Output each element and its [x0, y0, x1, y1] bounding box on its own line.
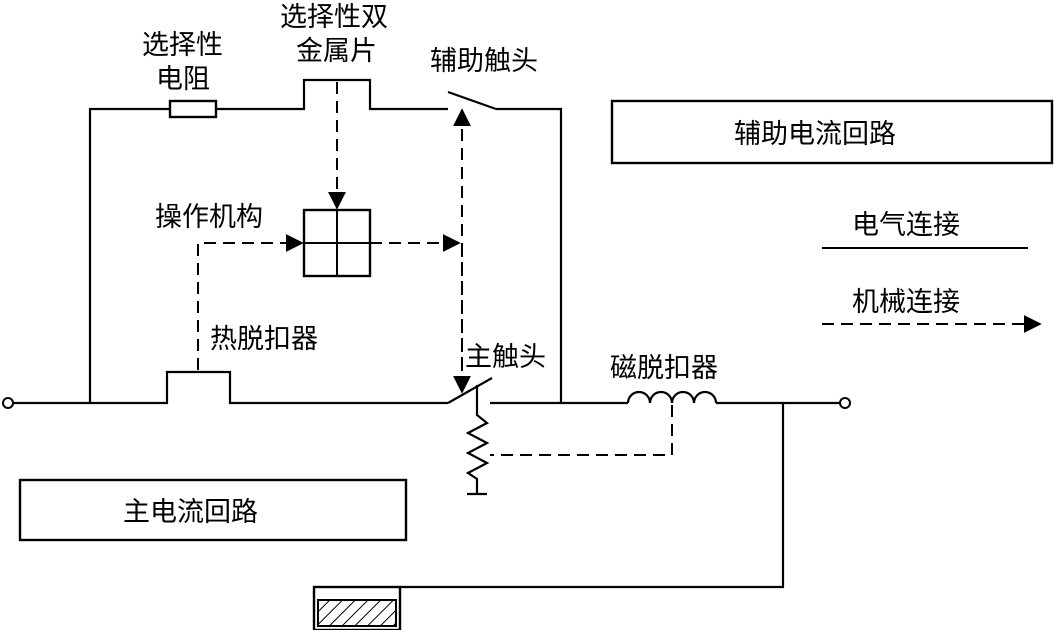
- main-contact-blade: [447, 377, 493, 404]
- aux-wire-left: [88, 107, 170, 403]
- mechanical-links: [197, 82, 673, 456]
- label-thermal-release: 热脱扣器: [210, 324, 318, 355]
- main-circuit: [2, 370, 851, 409]
- legend: 电气连接 机械连接: [822, 210, 1042, 333]
- lower-lead: [312, 403, 785, 630]
- aux-contact-blade: [447, 90, 497, 111]
- right-terminal: [839, 397, 851, 409]
- magnetic-link: [490, 405, 673, 456]
- aux-wire-right: [496, 107, 563, 403]
- thermal-link: [197, 234, 304, 370]
- hatched-block-fill: [317, 599, 397, 627]
- main-loop-label: 主电流回路: [123, 497, 258, 528]
- legend-mechanical-label: 机械连接: [852, 287, 960, 318]
- aux-loop-box: 辅助电流回路: [610, 99, 1054, 165]
- label-selective-bimetal-1: 选择性双: [280, 2, 388, 33]
- left-terminal: [2, 397, 14, 409]
- main-wire-left: [13, 370, 448, 405]
- aux-wire-top: [216, 78, 448, 111]
- legend-electrical-label: 电气连接: [852, 210, 960, 241]
- label-operating-mechanism: 操作机构: [155, 202, 263, 233]
- contact-spring: [465, 385, 490, 496]
- label-selective-resistor-2: 电阻: [156, 64, 210, 95]
- aux-circuit: [88, 78, 563, 403]
- label-aux-contact: 辅助触头: [430, 46, 538, 77]
- operating-mechanism: [302, 208, 372, 278]
- label-selective-bimetal-2: 金属片: [296, 36, 377, 67]
- label-selective-resistor-1: 选择性: [142, 30, 223, 61]
- spring-zigzag: [465, 385, 490, 494]
- main-loop-box: 主电流回路: [18, 478, 408, 542]
- aux-loop-label: 辅助电流回路: [734, 119, 896, 150]
- label-main-contact: 主触头: [465, 342, 546, 373]
- component-labels: 选择性 电阻 选择性双 金属片 辅助触头 操作机构 热脱扣器 主触头 磁脱扣器: [142, 2, 718, 384]
- label-magnetic-release: 磁脱扣器: [610, 353, 718, 384]
- magnetic-coil: [626, 390, 718, 404]
- selective-resistor: [168, 99, 218, 119]
